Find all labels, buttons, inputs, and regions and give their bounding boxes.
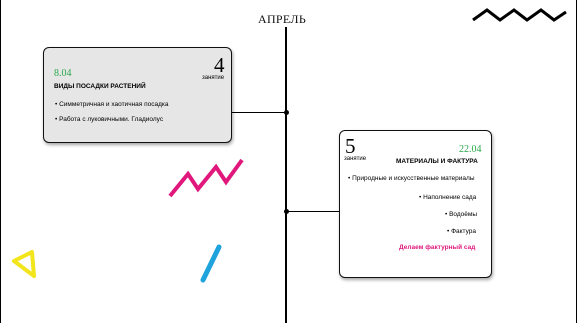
lesson-title: ВИДЫ ПОСАДКИ РАСТЕНИЙ	[54, 83, 146, 90]
lesson-card-4: 8.04 4 занятие ВИДЫ ПОСАДКИ РАСТЕНИЙ • С…	[43, 47, 232, 143]
lesson-date: 8.04	[54, 68, 72, 79]
month-title: АПРЕЛЬ	[258, 12, 307, 26]
lesson-item: • Симметричная и хаотичная посадка	[55, 101, 169, 108]
node-dot-lesson-4	[284, 110, 289, 115]
connector-lesson-5	[287, 211, 339, 212]
node-dot-lesson-5	[284, 209, 289, 214]
connector-lesson-4	[231, 112, 287, 113]
lesson-item: • Водоёмы	[445, 211, 478, 218]
lesson-title: МАТЕРИАЛЫ И ФАКТУРА	[396, 158, 478, 165]
lesson-number-label: занятие	[202, 75, 225, 81]
blue-stroke-decoration	[200, 244, 222, 283]
timeline-axis	[285, 27, 287, 323]
zigzag-black-decoration	[472, 8, 567, 22]
lesson-number: 4	[214, 53, 225, 77]
lesson-item: • Работа с луковичными. Гладиолус	[55, 116, 164, 123]
yellow-triangle-decoration	[12, 250, 36, 278]
zigzag-magenta-decoration	[168, 158, 244, 198]
lesson-card-5: 5 занятие 22.04 МАТЕРИАЛЫ И ФАКТУРА • Пр…	[339, 130, 492, 278]
lesson-item: • Природные и искусственные материалы	[348, 175, 475, 182]
lesson-highlight: Делаем фактурный сад	[399, 244, 476, 251]
lesson-item: • Наполнение сада	[419, 194, 477, 201]
lesson-number: 5	[345, 134, 356, 158]
lesson-item: • Фактура	[447, 228, 477, 235]
lesson-number-label: занятие	[344, 156, 367, 162]
lesson-date: 22.04	[459, 144, 482, 155]
